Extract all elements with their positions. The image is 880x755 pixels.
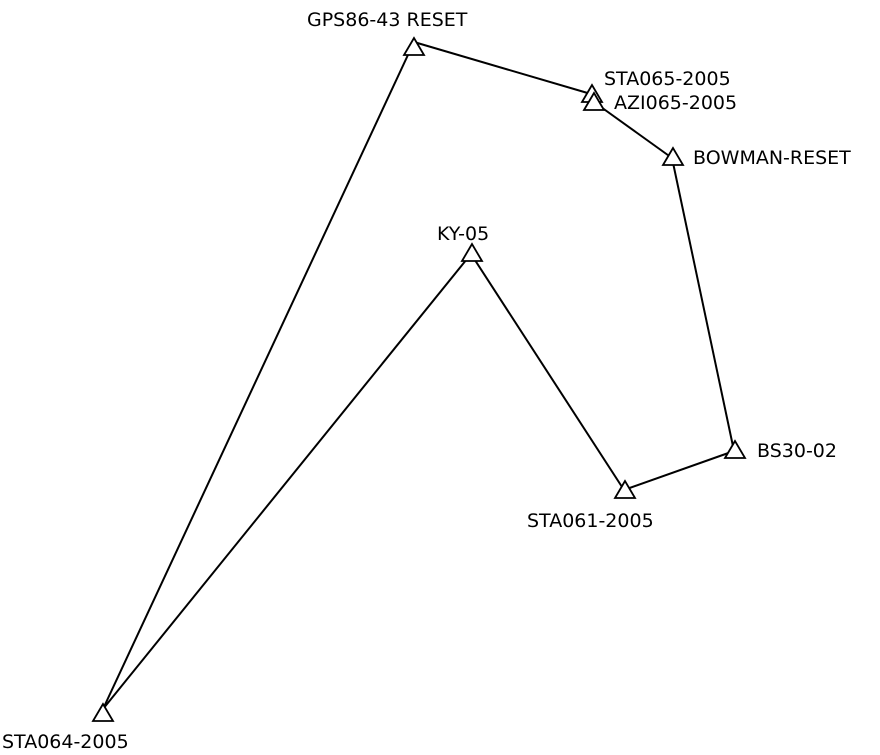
triangle-icon xyxy=(402,36,426,56)
traverse-line-bs30-sta061 xyxy=(623,450,735,491)
traverse-line-sta064-gps86 xyxy=(102,41,415,710)
traverse-line-ky05-sta064 xyxy=(102,253,472,710)
traverse-line-sta061-ky05 xyxy=(470,253,625,491)
station-labels: GPS86-43 RESET STA065-2005 AZI065-2005 B… xyxy=(2,9,851,753)
traverse-line-bowman-bs30 xyxy=(671,157,735,452)
station-markers xyxy=(91,36,747,722)
label-ky-05: KY-05 xyxy=(437,223,489,245)
label-sta064-2005: STA064-2005 xyxy=(2,731,129,753)
label-sta065-2005: STA065-2005 xyxy=(604,68,731,90)
label-sta061-2005: STA061-2005 xyxy=(527,510,654,532)
triangle-icon xyxy=(91,702,115,722)
triangle-icon xyxy=(661,146,685,166)
label-gps86-43-reset: GPS86-43 RESET xyxy=(307,9,468,31)
triangle-icon xyxy=(613,479,637,499)
triangle-icon xyxy=(723,439,747,459)
triangle-icon xyxy=(582,91,606,111)
label-azi065-2005: AZI065-2005 xyxy=(614,92,737,114)
label-bowman-reset: BOWMAN-RESET xyxy=(693,147,851,169)
triangle-icon xyxy=(460,242,484,262)
traverse-lines xyxy=(102,41,735,710)
traverse-line-azi065-bowman xyxy=(593,101,673,159)
traverse-line-gps86-sta065 xyxy=(413,41,592,95)
label-bs30-02: BS30-02 xyxy=(757,440,837,462)
